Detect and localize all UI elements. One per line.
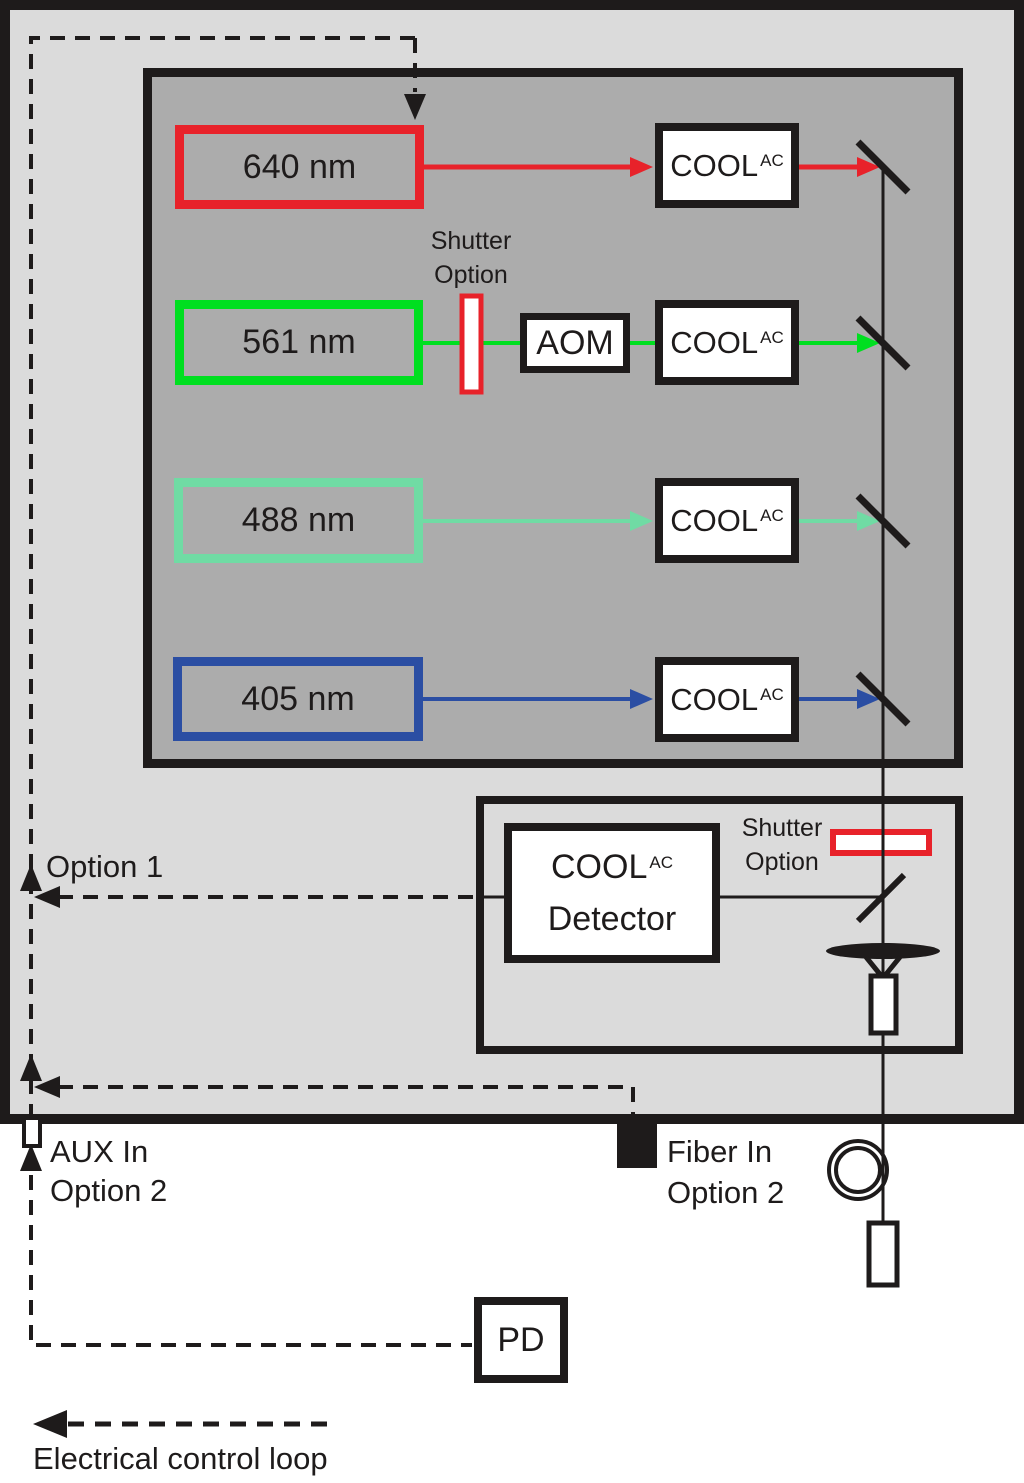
fiber-loop-inner-icon <box>834 1146 882 1194</box>
aux-in-label: AUX In <box>50 1134 149 1169</box>
fiber-loop-outer-icon <box>827 1139 889 1201</box>
laser-561-label: 561 nm <box>242 323 356 361</box>
laser-640-label: 640 nm <box>242 147 357 186</box>
fiber-in-label: Fiber In <box>667 1134 773 1169</box>
cool-sup: AC <box>760 150 784 170</box>
option-word: Option <box>434 261 508 289</box>
aux-in-option2-label: Option 2 <box>50 1173 168 1208</box>
detector-label-line2: Detector <box>547 900 677 938</box>
shutter-word: Shutter <box>741 814 823 842</box>
fiber-in-option2-label: Option 2 <box>667 1175 785 1210</box>
fiber-connector-icon <box>866 1220 900 1288</box>
cool-sup: AC <box>760 505 784 525</box>
laser-box-640nm: 640 nm <box>175 125 424 209</box>
photodiode-module: PD <box>474 1297 568 1383</box>
cool-name: COOL <box>670 681 759 717</box>
laser-box-488nm: 488 nm <box>174 478 423 563</box>
option1-label: Option 1 <box>46 849 164 884</box>
aux-in-up-arrowhead <box>20 1144 42 1171</box>
shutter-word: Shutter <box>430 227 512 255</box>
shutter-option-label-detector: Shutter Option <box>712 811 852 879</box>
laser-405-label: 405 nm <box>241 679 355 718</box>
cool-name: COOL <box>670 324 759 360</box>
pd-label: PD <box>497 1320 545 1359</box>
aom-module: AOM <box>520 313 630 373</box>
cool-sup: AC <box>760 327 784 347</box>
cool-name: COOL <box>670 147 759 183</box>
cool-name: COOL <box>670 502 759 538</box>
cool-name: COOL <box>551 848 648 886</box>
laser-488-label: 488 nm <box>241 501 356 539</box>
cool-sup: AC <box>760 684 784 704</box>
cool-sup: AC <box>649 853 673 872</box>
option-word: Option <box>745 848 819 876</box>
laser-box-405nm: 405 nm <box>173 657 423 741</box>
fiber-in-port-icon <box>617 1124 657 1168</box>
aom-label: AOM <box>536 323 614 362</box>
legend-left-arrowhead <box>33 1410 67 1438</box>
electrical-control-loop-label: Electrical control loop <box>33 1441 328 1476</box>
shutter-option-label-561: Shutter Option <box>401 224 541 292</box>
laser-box-561nm: 561 nm <box>175 300 423 385</box>
